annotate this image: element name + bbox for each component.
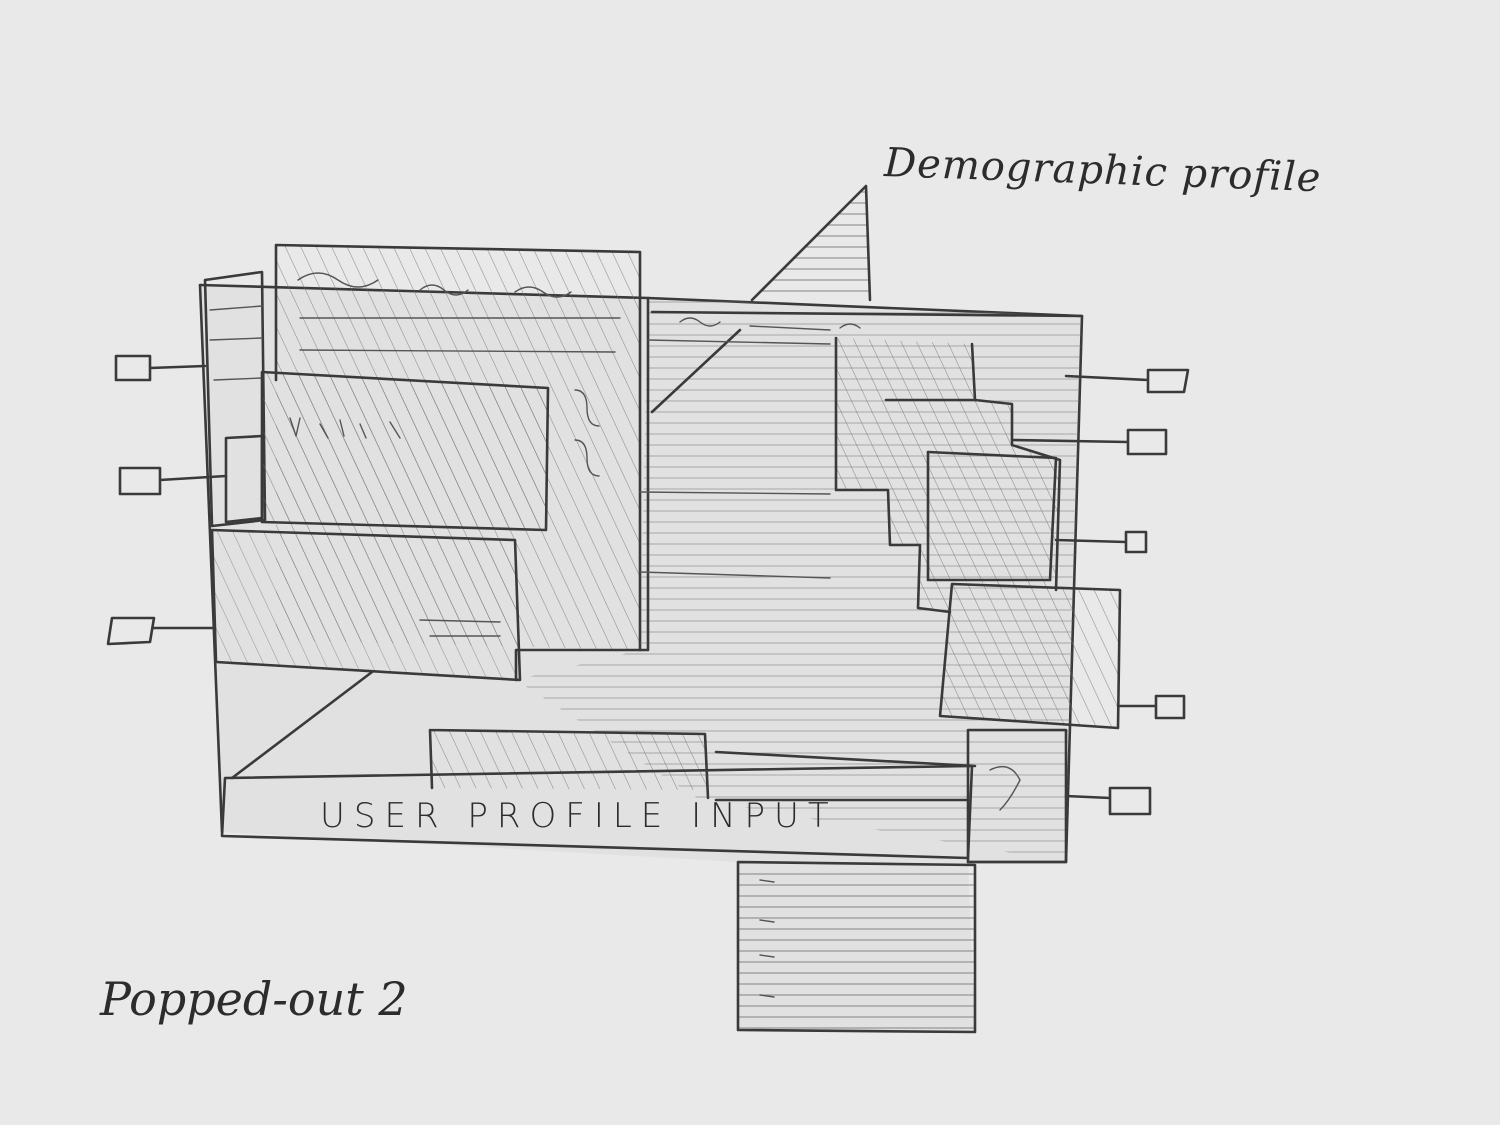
front-card <box>938 582 1122 730</box>
connector-right-5 <box>1064 786 1152 816</box>
connector-right-4 <box>1116 694 1186 720</box>
connector-left-2 <box>118 466 228 496</box>
inner-card <box>260 370 550 532</box>
user-profile-input-bar <box>220 764 974 860</box>
connector-left-3 <box>106 616 214 646</box>
sketch-title: Popped-out 2 <box>100 972 408 1026</box>
connector-right-2 <box>1010 428 1168 456</box>
base-panel-label: USER PROFILE INPUT <box>320 796 838 836</box>
stepped-stack <box>834 336 1062 614</box>
right-top-bar <box>650 310 1084 331</box>
lower-left-panel <box>210 528 522 682</box>
callout-triangle <box>750 184 872 302</box>
bottom-right-block <box>966 728 1068 864</box>
connector-left-1 <box>114 354 207 382</box>
connector-right-3 <box>1054 530 1148 554</box>
hanging-panel <box>736 860 977 1034</box>
inner-bottom-bar <box>428 728 977 802</box>
connector-right-1 <box>1064 368 1190 394</box>
